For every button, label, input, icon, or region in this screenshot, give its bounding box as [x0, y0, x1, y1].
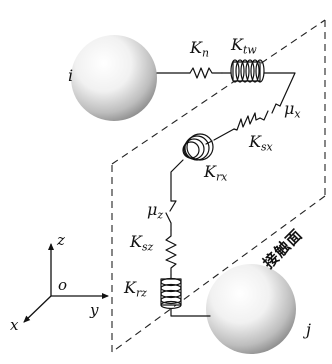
label-krx: Krx: [204, 162, 228, 184]
particle-i-label: i: [68, 66, 74, 85]
slider-muz: [165, 200, 177, 231]
label-kn: Kn: [190, 38, 209, 60]
y-axis-label: y: [90, 301, 99, 319]
wire-krx-down: [170, 159, 184, 202]
particle-j-label: j: [306, 320, 311, 339]
label-ksx: Ksx: [249, 132, 273, 154]
x-axis-label: x: [10, 316, 19, 334]
origin-label: o: [58, 276, 68, 294]
label-mux: μx: [284, 99, 301, 121]
z-axis-label: z: [57, 231, 65, 249]
label-ktw: Ktw: [231, 35, 257, 57]
contact-plane: [111, 19, 326, 353]
spring-ktw: [221, 59, 265, 83]
wire-krz-to-j: [170, 308, 211, 317]
spring-krx: [182, 133, 214, 161]
slider-mux: [259, 103, 281, 121]
spring-krz: [160, 274, 182, 310]
spring-kn: [189, 67, 223, 79]
spring-ksx: [233, 112, 261, 131]
spring-ksz: [165, 229, 177, 276]
label-muz: μz: [147, 200, 164, 222]
particle-j-sphere: [206, 264, 296, 354]
coordinate-axes: [23, 243, 109, 323]
label-krz: Krz: [124, 278, 147, 300]
x-axis-arrow: [23, 295, 52, 323]
particle-i-sphere: [71, 35, 157, 121]
label-ksz: Ksz: [130, 232, 154, 254]
wire-ksx-to-krx: [213, 128, 235, 141]
wire-ktw-to-corner: [263, 72, 296, 107]
